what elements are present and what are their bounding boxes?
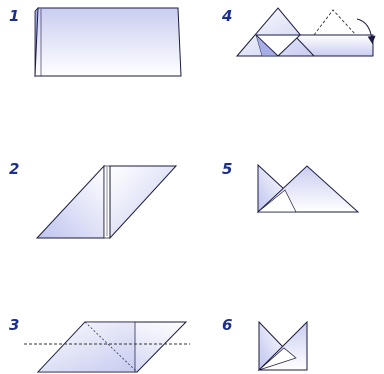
step-4-shadow bbox=[255, 34, 279, 57]
step-5-inner-fold bbox=[257, 189, 297, 213]
step-6-figure bbox=[257, 320, 308, 372]
step-2-right-flap bbox=[109, 165, 178, 240]
step-5-figure bbox=[256, 163, 360, 214]
step-3-front-layer bbox=[37, 321, 136, 373]
step-6-inner-fold bbox=[258, 347, 297, 371]
step-number-3: 3 bbox=[9, 316, 20, 334]
step-3-diagonal-fold bbox=[84, 321, 138, 373]
step-3-figure bbox=[24, 321, 190, 373]
step-2-left-flap bbox=[35, 164, 105, 239]
step-number-4: 4 bbox=[222, 7, 233, 25]
step-4-arrow-icon bbox=[356, 18, 376, 44]
step-number-6: 6 bbox=[222, 316, 233, 334]
step-number-5: 5 bbox=[222, 160, 233, 178]
step-4-figure bbox=[235, 7, 376, 57]
step-2-figure bbox=[35, 164, 178, 240]
step-number-2: 2 bbox=[9, 160, 20, 178]
step-number-1: 1 bbox=[9, 7, 20, 25]
step-4-right-strip bbox=[292, 34, 374, 57]
step-4-dashed-triangle bbox=[313, 9, 357, 36]
step-1-paper bbox=[34, 7, 182, 77]
step-1-figure bbox=[34, 7, 182, 78]
